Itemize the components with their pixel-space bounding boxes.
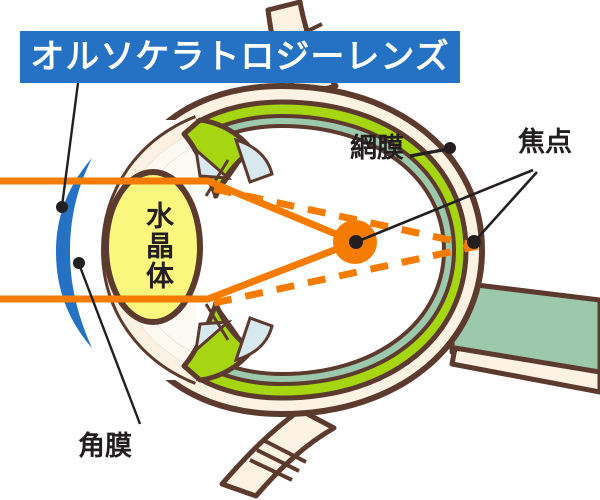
- light-ray-paths: [0, 177, 357, 303]
- light-ray-dashed-extension: [213, 185, 479, 307]
- title-banner-label: オルソケラトロジーレンズ: [30, 38, 450, 76]
- label-focal-point: 焦点: [518, 127, 572, 157]
- callout-dot-retina: [444, 142, 456, 154]
- callout-dot-ortho-lens: [56, 201, 68, 213]
- callout-dot-cornea: [73, 257, 85, 269]
- leader-lines: [56, 82, 538, 425]
- ciliary-body-superior: [181, 117, 274, 199]
- crystalline-lens: [103, 169, 203, 325]
- label-cornea: 角膜: [78, 431, 132, 461]
- title-banner: オルソケラトロジーレンズ: [20, 31, 460, 83]
- ciliary-body-inferior: [181, 301, 274, 383]
- extraocular-muscle-inferior: [219, 407, 337, 499]
- label-retina: 網膜: [350, 133, 404, 163]
- callout-dot-focus-retina: [467, 235, 481, 249]
- callout-dot-focus-primary: [349, 235, 363, 249]
- label-crystalline-lens: 水晶体: [143, 201, 174, 291]
